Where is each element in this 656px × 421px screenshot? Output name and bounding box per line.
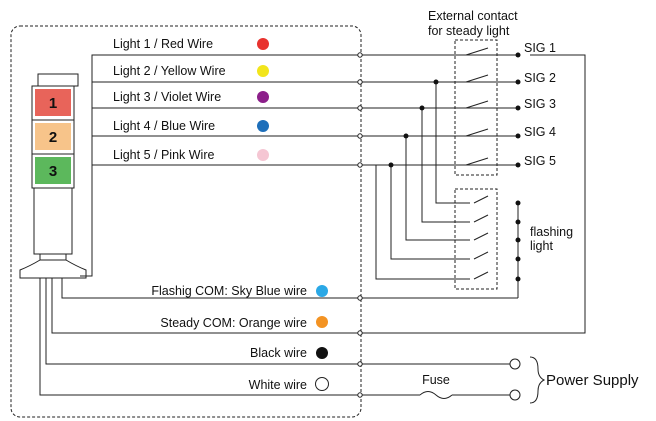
steady-switches	[465, 47, 489, 166]
junctions	[388, 52, 521, 282]
flashing-line1: flashing	[530, 225, 573, 239]
com-label-steady: Steady COM: Orange wire	[160, 316, 307, 330]
fuse-label: Fuse	[422, 373, 450, 387]
wire-dot-2	[257, 65, 269, 77]
tower-number-1: 1	[49, 95, 57, 112]
wire-dot-5	[257, 149, 269, 161]
sig-label-1: SIG 1	[524, 41, 556, 55]
power-brace	[529, 356, 546, 404]
tower-segment-2	[35, 123, 71, 150]
wire-dot-1	[257, 38, 269, 50]
tower-segment-3	[35, 157, 71, 184]
com-dot-steady	[316, 316, 328, 328]
bus-wires	[362, 54, 586, 396]
power-terminal-2	[509, 389, 521, 401]
wire-label-3: Light 3 / Violet Wire	[113, 90, 221, 104]
lower-wires	[39, 278, 360, 396]
steady-contact-group	[454, 39, 498, 176]
wire-dot-3	[257, 91, 269, 103]
sig-label-2: SIG 2	[524, 71, 556, 85]
signal-tower: 1 2 3	[19, 73, 87, 279]
wire-label-4: Light 4 / Blue Wire	[113, 119, 215, 133]
sig-label-4: SIG 4	[524, 125, 556, 139]
flashing-line2: light	[530, 239, 553, 253]
power-terminal-1	[509, 358, 521, 370]
wire-label-5: Light 5 / Pink Wire	[113, 148, 214, 162]
power-dot-white	[315, 377, 329, 391]
wire-label-1: Light 1 / Red Wire	[113, 37, 213, 51]
sig-label-5: SIG 5	[524, 154, 556, 168]
wire-label-2: Light 2 / Yellow Wire	[113, 64, 226, 78]
flashing-contact-group	[454, 188, 498, 290]
sig-label-3: SIG 3	[524, 97, 556, 111]
com-dot-flashing	[316, 285, 328, 297]
device-outline	[10, 25, 362, 418]
power-label-black: Black wire	[250, 346, 307, 360]
flashing-switches	[473, 195, 489, 280]
light-wires	[80, 54, 360, 277]
tower-number-3: 3	[49, 163, 57, 180]
power-dot-black	[316, 347, 328, 359]
external-contact-line1: External contact	[428, 9, 518, 23]
fuse-symbol	[419, 391, 453, 399]
tower-segment-1	[35, 89, 71, 116]
power-supply-label: Power Supply	[546, 372, 639, 389]
wire-dot-4	[257, 120, 269, 132]
power-label-white: White wire	[249, 378, 307, 392]
com-label-flashing: Flashig COM: Sky Blue wire	[151, 284, 307, 298]
external-contact-line2: for steady light	[428, 24, 510, 38]
terminals	[357, 52, 363, 398]
tower-number-2: 2	[49, 129, 57, 146]
